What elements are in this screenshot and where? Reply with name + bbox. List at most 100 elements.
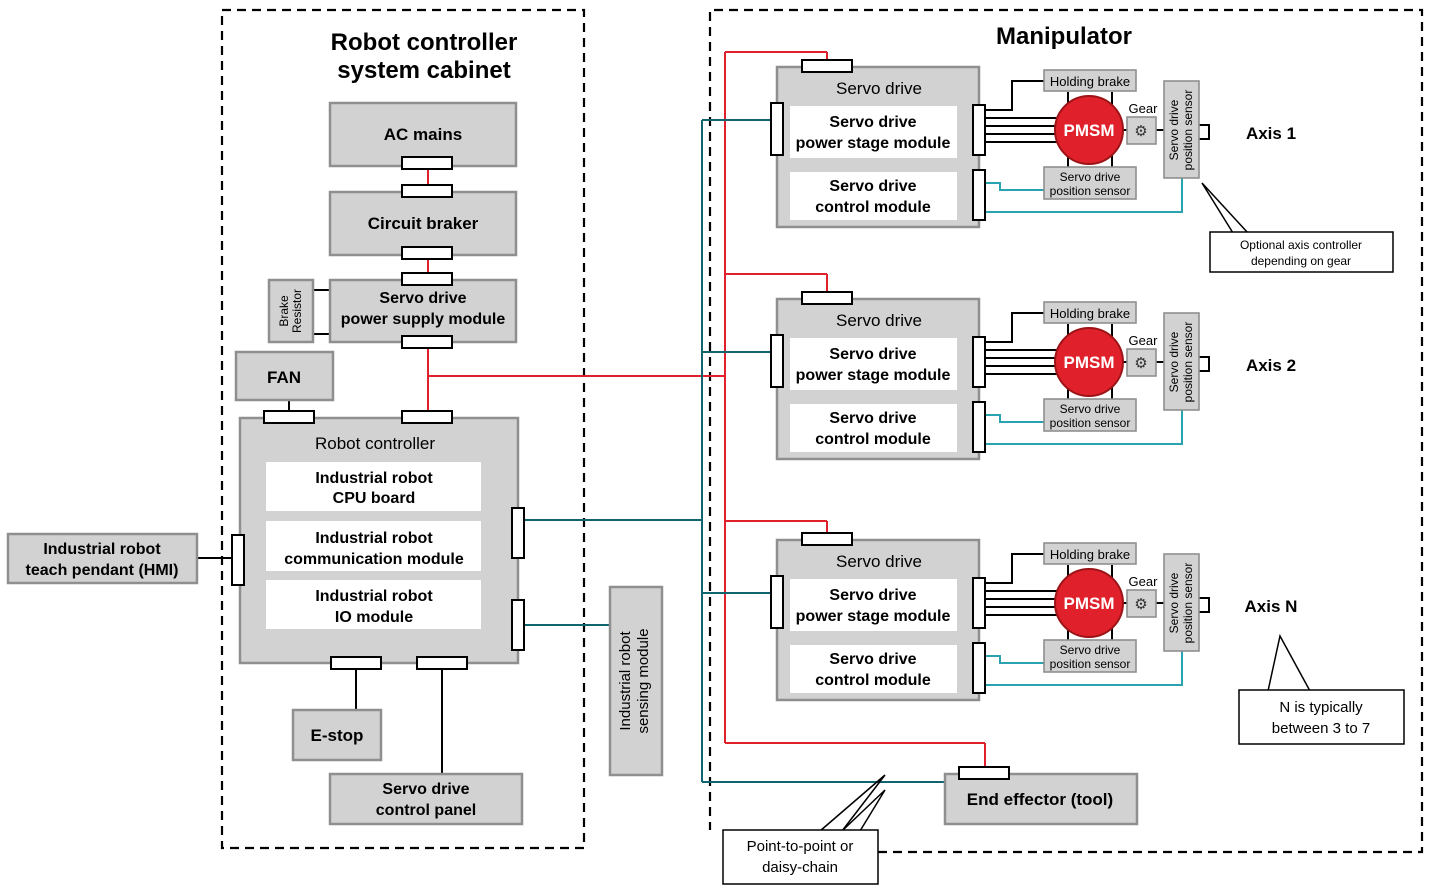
- axis-position-sensor-label-2: position sensor: [1181, 563, 1195, 644]
- psu-block: Servo drive power supply module: [328, 272, 518, 349]
- holding-brake-box: [1043, 301, 1137, 324]
- position-sensor-label-2: position sensor: [1050, 416, 1131, 430]
- pmsm-motor-icon: [1054, 327, 1124, 397]
- power-wires: [427, 51, 986, 768]
- control-panel-block: Servo drive control panel: [328, 772, 524, 826]
- estop-label: E-stop: [311, 726, 364, 745]
- comm-label-1: Industrial robot: [315, 530, 433, 547]
- end-effector-label: End effector (tool): [967, 790, 1113, 809]
- ac-mains-block: AC mains: [328, 101, 518, 170]
- power-stage-connector: [972, 104, 986, 156]
- axis-position-sensor-label-2: position sensor: [1181, 90, 1195, 171]
- power-stage-label-2: power stage module: [796, 367, 951, 384]
- gear-icon: ⚙: [1134, 123, 1147, 140]
- servo-drive-title: Servo drive: [836, 552, 922, 571]
- gear-box: [1126, 116, 1157, 145]
- servo-drive-title: Servo drive: [836, 79, 922, 98]
- gear-box: [1126, 348, 1157, 377]
- teach-pendant-label-2: teach pendant (HMI): [26, 562, 179, 579]
- servo-drive-comm-connector: [770, 334, 784, 388]
- optional-controller-callout: Optional axis controller depending on ge…: [1201, 182, 1394, 273]
- pmsm-label: PMSM: [1064, 353, 1115, 372]
- servo-drive-comm-connector: [770, 575, 784, 629]
- control-module-connector: [972, 401, 986, 453]
- fan-block: FAN: [234, 350, 335, 402]
- position-sensor-label-2: position sensor: [1050, 657, 1131, 671]
- manipulator-title: Manipulator: [996, 23, 1132, 50]
- pmsm-motor-icon: [1054, 568, 1124, 638]
- gear-box: [1126, 589, 1157, 618]
- holding-brake-box: [1043, 542, 1137, 565]
- holding-brake-label: Holding brake: [1050, 547, 1130, 562]
- control-module-label-1: Servo drive: [829, 410, 916, 427]
- sensing-label-2: sensing module: [635, 628, 652, 733]
- axis-position-sensor-label-2: position sensor: [1181, 322, 1195, 403]
- axis-label: Axis 2: [1246, 356, 1296, 375]
- brake-resistor-label-1: Brake: [277, 295, 291, 327]
- cpu-label-2: CPU board: [333, 490, 416, 507]
- position-sensor-box: [1043, 166, 1137, 200]
- servo-drive-title: Servo drive: [836, 311, 922, 330]
- fan-label: FAN: [267, 368, 301, 387]
- pmsm-label: PMSM: [1064, 121, 1115, 140]
- axis-position-sensor-label-1: Servo drive: [1167, 572, 1181, 633]
- n-callout-2: between 3 to 7: [1272, 720, 1370, 737]
- axis-position-sensor-box: [1163, 312, 1200, 411]
- p2p-callout: Point-to-point or daisy-chain: [722, 774, 886, 885]
- axis-position-sensor-label-1: Servo drive: [1167, 331, 1181, 392]
- axis-position-sensor-label-1: Servo drive: [1167, 99, 1181, 160]
- axis-position-sensor-box: [1163, 553, 1200, 652]
- gear-icon: ⚙: [1134, 355, 1147, 372]
- sensing-label-1: Industrial robot: [617, 631, 634, 731]
- circuit-breaker-block: Circuit braker: [328, 184, 518, 260]
- power-stage-connector: [972, 577, 986, 629]
- position-sensor-box: [1043, 639, 1137, 673]
- control-module-label-1: Servo drive: [829, 651, 916, 668]
- gear-label: Gear: [1129, 574, 1159, 589]
- teach-pendant-block: Industrial robot teach pendant (HMI): [6, 532, 199, 585]
- io-label-1: Industrial robot: [315, 588, 433, 605]
- manipulator-boundary: [708, 8, 1424, 854]
- power-stage-label-2: power stage module: [796, 135, 951, 152]
- p2p-callout-2: daisy-chain: [762, 859, 838, 876]
- servo-drive-comm-connector: [770, 102, 784, 156]
- servo-drive-power-connector: [801, 291, 853, 305]
- n-axes-callout: N is typically between 3 to 7: [1238, 633, 1405, 745]
- servo-drive-power-connector: [801, 59, 853, 73]
- cpu-label-1: Industrial robot: [315, 470, 433, 487]
- holding-brake-box: [1043, 69, 1137, 92]
- psu-label-2: power supply module: [341, 311, 506, 328]
- optional-callout-1: Optional axis controller: [1240, 238, 1362, 252]
- cabinet-title-1: Robot controller: [331, 29, 518, 56]
- control-module-label-1: Servo drive: [829, 178, 916, 195]
- cabinet-boundary: [220, 8, 586, 850]
- estop-block: E-stop: [291, 708, 383, 762]
- control-panel-label-1: Servo drive: [382, 781, 469, 798]
- servo-drive-power-connector: [801, 532, 853, 546]
- position-sensor-box: [1043, 398, 1137, 432]
- holding-brake-label: Holding brake: [1050, 74, 1130, 89]
- gear-label: Gear: [1129, 101, 1159, 116]
- comm-label-2: communication module: [284, 551, 464, 568]
- position-sensor-label-1: Servo drive: [1060, 170, 1121, 184]
- cabinet-title-2: system cabinet: [337, 57, 510, 84]
- holding-brake-label: Holding brake: [1050, 306, 1130, 321]
- teach-pendant-label-1: Industrial robot: [43, 541, 161, 558]
- comm-wires: [522, 119, 945, 783]
- pmsm-motor-icon: [1054, 95, 1124, 165]
- axis-position-sensor-box: [1163, 80, 1200, 179]
- circuit-breaker-label: Circuit braker: [368, 214, 479, 233]
- axis-label: Axis N: [1245, 597, 1298, 616]
- control-module-label-2: control module: [815, 672, 931, 689]
- p2p-callout-1: Point-to-point or: [747, 838, 854, 855]
- io-label-2: IO module: [335, 609, 413, 626]
- position-sensor-label-2: position sensor: [1050, 184, 1131, 198]
- control-module-connector: [972, 169, 986, 221]
- power-stage-label-1: Servo drive: [829, 114, 916, 131]
- power-stage-connector: [972, 336, 986, 388]
- gear-icon: ⚙: [1134, 596, 1147, 613]
- position-sensor-label-1: Servo drive: [1060, 643, 1121, 657]
